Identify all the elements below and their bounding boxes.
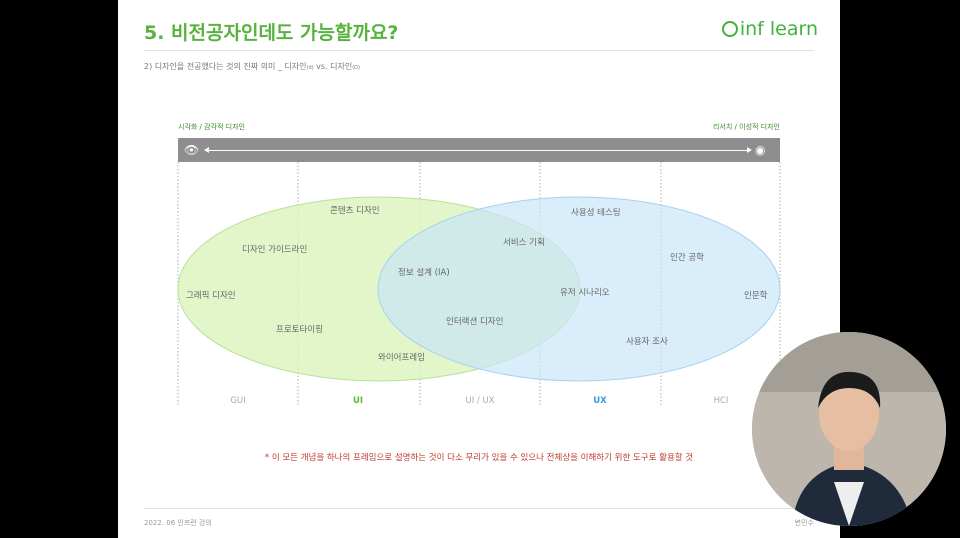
presenter-video-icon <box>752 332 946 526</box>
term-design-guideline: 디자인 가이드라인 <box>242 245 308 255</box>
footer-date: 2022. 06 인프런 강의 <box>144 519 212 527</box>
venn-diagram <box>177 162 781 405</box>
term-usability-testing: 사용성 테스팅 <box>571 208 621 218</box>
inflearn-logo: inf learn <box>721 18 818 40</box>
term-prototyping: 프로토타이핑 <box>276 325 323 335</box>
ux-ellipse <box>377 196 781 382</box>
column-ui: UI <box>352 396 364 406</box>
header-divider <box>144 50 814 51</box>
presenter-webcam <box>752 332 946 526</box>
eye-icon: 👁 <box>184 143 200 157</box>
term-info-architecture: 정보 설계 (IA) <box>398 268 450 278</box>
subtitle-vs: vs. 디자인 <box>313 62 353 71</box>
term-interaction-design: 인터랙션 디자인 <box>446 317 504 327</box>
column-hci: HCI <box>713 396 729 406</box>
presentation-slide: 5. 비전공자인데도 가능할까요? inf learn 2) 디자인을 전공했다… <box>118 0 840 538</box>
term-content-design: 콘텐츠 디자인 <box>330 206 380 216</box>
slide-title: 5. 비전공자인데도 가능할까요? <box>144 22 399 44</box>
term-service-planning: 서비스 기획 <box>503 238 545 248</box>
footer-author: 변민수 <box>794 519 814 527</box>
term-humanities: 인문학 <box>744 291 768 301</box>
spectrum-arrow <box>204 147 752 153</box>
term-human-factors: 인간 공학 <box>670 253 704 263</box>
footnote: * 이 모든 개념을 하나의 프레임으로 설명하는 것이 다소 무리가 있을 수… <box>264 453 694 463</box>
logo-text: inf learn <box>739 18 818 40</box>
footer-divider <box>144 508 814 509</box>
term-graphic-design: 그래픽 디자인 <box>186 291 236 301</box>
inflearn-logo-icon <box>721 21 738 37</box>
term-user-scenario: 유저 시나리오 <box>560 288 610 298</box>
subtitle-sup-2: (D) <box>352 65 360 71</box>
term-wireframe: 와이어프레임 <box>378 353 425 363</box>
spectrum-left-label: 시각화 / 감각적 디자인 <box>178 123 245 131</box>
subtitle-text: 2) 디자인을 전공했다는 것의 진짜 의미 _ 디자인 <box>144 62 307 71</box>
brain-icon: ◉ <box>755 143 766 157</box>
term-user-research: 사용자 조사 <box>626 337 668 347</box>
subtitle-sup-1: (d) <box>306 65 314 71</box>
column-gui: GUI <box>230 396 246 406</box>
column-ux: UX <box>593 396 607 406</box>
slide-subtitle: 2) 디자인을 전공했다는 것의 진짜 의미 _ 디자인(d) vs. 디자인(… <box>144 61 360 72</box>
column-ui-ux: UI / UX <box>465 396 495 406</box>
spectrum-right-label: 리서치 / 이성적 디자인 <box>713 123 780 131</box>
